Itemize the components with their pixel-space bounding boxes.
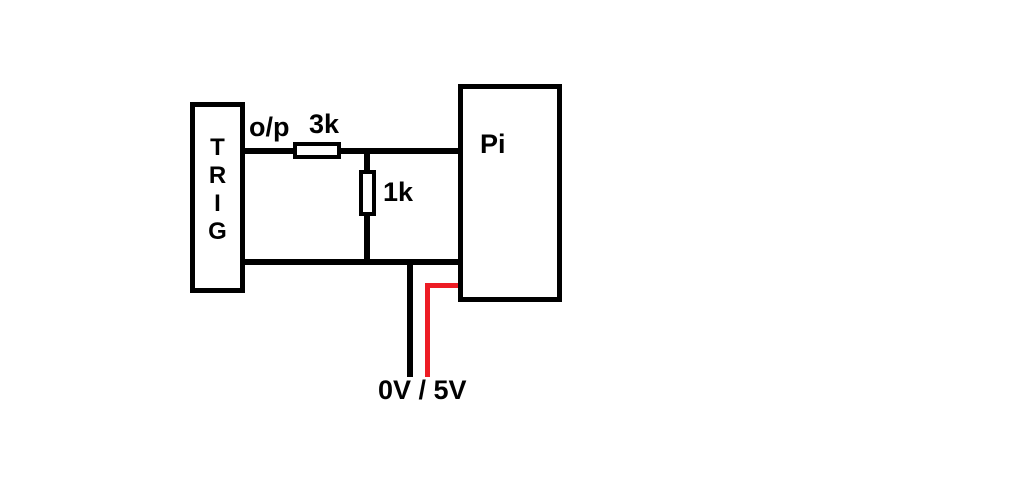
shunt-resistor-lead-wire xyxy=(364,214,370,264)
series-resistor-3k xyxy=(293,142,341,159)
trig-letter-i: I xyxy=(214,189,221,217)
supply-5v-wire-horizontal xyxy=(425,283,463,288)
pi-label: Pi xyxy=(480,129,506,159)
signal-wire-top xyxy=(243,148,462,154)
pi-box: Pi xyxy=(458,84,562,302)
supply-voltage-label: 0V / 5V xyxy=(378,375,467,405)
trig-letter-g: G xyxy=(208,217,227,245)
shunt-resistor-1k xyxy=(359,170,376,216)
trig-label: T R I G xyxy=(195,99,240,280)
ground-wire-bottom xyxy=(243,259,463,265)
supply-5v-wire-vertical xyxy=(425,283,430,377)
trig-box: T R I G xyxy=(190,102,245,293)
trig-letter-t: T xyxy=(210,133,225,161)
supply-0v-wire xyxy=(407,260,413,377)
output-label: o/p xyxy=(249,112,290,142)
trig-letter-r: R xyxy=(208,161,227,189)
shunt-resistor-value-label: 1k xyxy=(383,177,414,207)
divider-tap-wire xyxy=(364,150,370,174)
series-resistor-value-label: 3k xyxy=(309,109,340,139)
